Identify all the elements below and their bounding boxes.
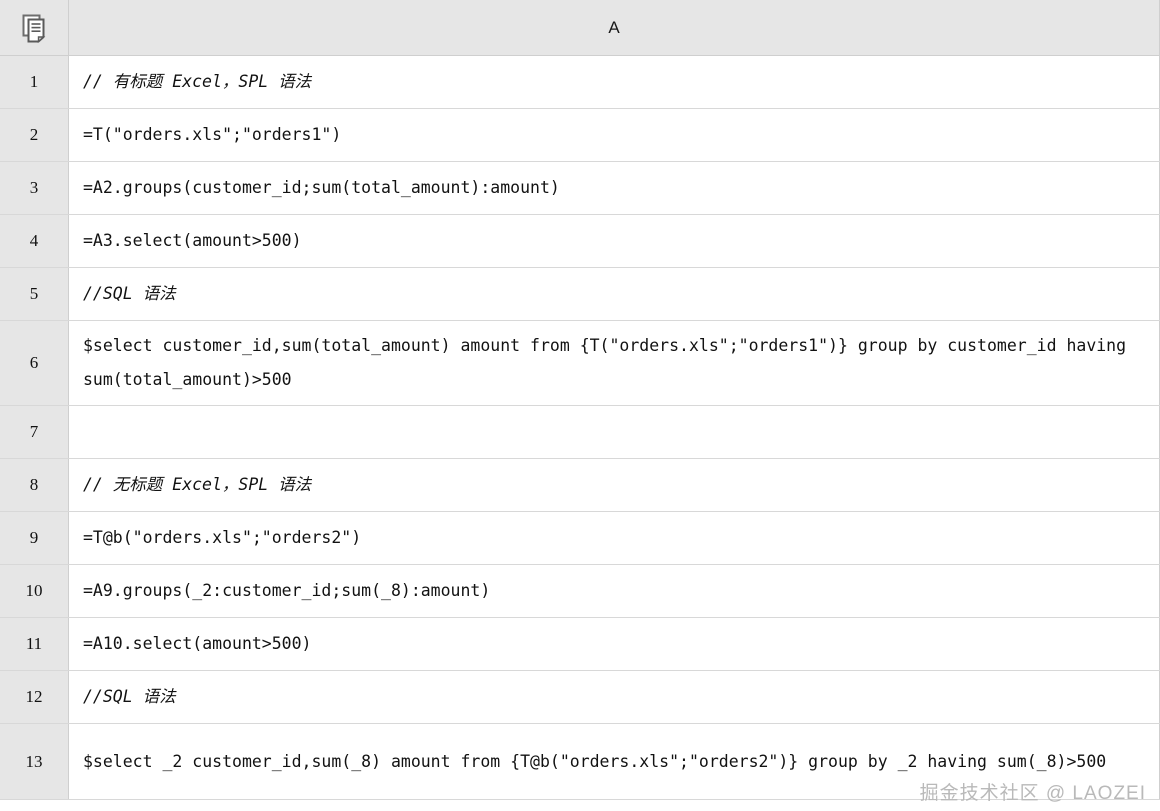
code-cell-a1[interactable]: // 有标题 Excel，SPL 语法 [68,55,1160,109]
row-number-cell[interactable]: 12 [0,670,69,724]
grid-row: 8// 无标题 Excel，SPL 语法 [0,458,1160,512]
row-number-cell[interactable]: 1 [0,55,69,109]
grid-row: 7 [0,405,1160,459]
code-cell-a4[interactable]: =A3.select(amount>500) [68,214,1160,268]
grid-row: 4=A3.select(amount>500) [0,214,1160,268]
code-cell-a2[interactable]: =T("orders.xls";"orders1") [68,108,1160,162]
grid-row: 5//SQL 语法 [0,267,1160,321]
code-cell-a3[interactable]: =A2.groups(customer_id;sum(total_amount)… [68,161,1160,215]
row-number-cell[interactable]: 3 [0,161,69,215]
row-number-cell[interactable]: 11 [0,617,69,671]
row-number-cell[interactable]: 13 [0,723,69,800]
grid-row: 13$select _2 customer_id,sum(_8) amount … [0,723,1160,800]
code-cell-a8[interactable]: // 无标题 Excel，SPL 语法 [68,458,1160,512]
code-cell-a11[interactable]: =A10.select(amount>500) [68,617,1160,671]
copy-pages-icon [20,13,48,43]
code-cell-a5[interactable]: //SQL 语法 [68,267,1160,321]
row-number-cell[interactable]: 7 [0,405,69,459]
select-all-corner-cell[interactable] [0,0,69,56]
code-cell-a6[interactable]: $select customer_id,sum(total_amount) am… [68,320,1160,406]
code-cell-a12[interactable]: //SQL 语法 [68,670,1160,724]
row-number-cell[interactable]: 5 [0,267,69,321]
code-cell-a13[interactable]: $select _2 customer_id,sum(_8) amount fr… [68,723,1160,800]
row-number-cell[interactable]: 10 [0,564,69,618]
column-header-a[interactable]: A [68,0,1160,56]
grid-header: A [0,0,1160,56]
grid-row: 9=T@b("orders.xls";"orders2") [0,511,1160,565]
grid-row: 3=A2.groups(customer_id;sum(total_amount… [0,161,1160,215]
code-cell-a7[interactable] [68,405,1160,459]
row-number-cell[interactable]: 9 [0,511,69,565]
grid-row: 6$select customer_id,sum(total_amount) a… [0,320,1160,406]
code-cell-a10[interactable]: =A9.groups(_2:customer_id;sum(_8):amount… [68,564,1160,618]
row-number-cell[interactable]: 2 [0,108,69,162]
row-number-cell[interactable]: 6 [0,320,69,406]
grid-row: 12//SQL 语法 [0,670,1160,724]
code-cell-a9[interactable]: =T@b("orders.xls";"orders2") [68,511,1160,565]
grid-row: 1// 有标题 Excel，SPL 语法 [0,55,1160,109]
header-row: A [0,0,1160,56]
grid-row: 10=A9.groups(_2:customer_id;sum(_8):amou… [0,564,1160,618]
grid-row: 11=A10.select(amount>500) [0,617,1160,671]
row-number-cell[interactable]: 8 [0,458,69,512]
grid-row: 2=T("orders.xls";"orders1") [0,108,1160,162]
row-number-cell[interactable]: 4 [0,214,69,268]
